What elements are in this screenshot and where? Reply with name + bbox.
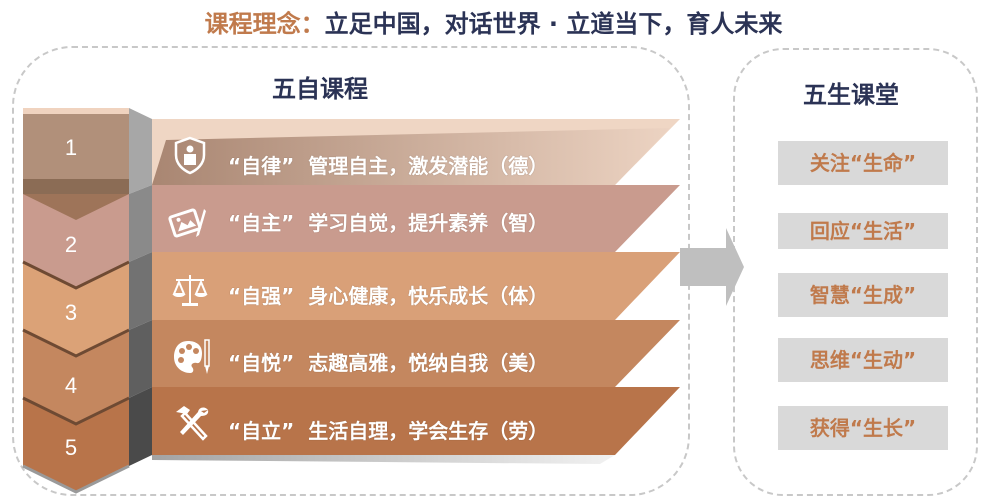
- palette-brush-icon: [174, 339, 210, 374]
- life-item-3: 智慧“生成”: [778, 273, 948, 317]
- band-text-3: “自强” 身心健康，快乐成长（体）: [228, 280, 548, 309]
- band-desc-5: 生活自理，学会生存（劳）: [308, 419, 549, 443]
- number-5: 5: [64, 435, 78, 460]
- number-block-1: [23, 108, 129, 194]
- number-3: 3: [64, 300, 78, 325]
- band-keyword-1: “自律”: [228, 154, 295, 178]
- band-keyword-2: “自主”: [228, 211, 295, 235]
- five-self-curriculum-title: 五自课程: [272, 75, 368, 103]
- band-desc-2: 学习自觉，提升素养（智）: [308, 211, 549, 235]
- number-block-3: [22, 260, 130, 356]
- band-keyword-3: “自强”: [228, 284, 295, 308]
- band-text-4: “自悦” 志趣高雅，悦纳自我（美）: [228, 347, 548, 376]
- life-item-2: 回应“生活”: [778, 213, 948, 249]
- band-5: [152, 387, 680, 464]
- life-item-1: 关注“生命”: [778, 141, 948, 185]
- five-life-classroom-title: 五生课堂: [803, 81, 899, 109]
- tablet-pen-icon: [168, 208, 206, 238]
- band-desc-4: 志趣高雅，悦纳自我（美）: [308, 351, 549, 375]
- number-2: 2: [64, 232, 78, 257]
- title-lead: 课程理念：: [204, 10, 325, 38]
- life-item-5: 获得“生长”: [778, 406, 948, 450]
- right-arrow-icon: [680, 228, 744, 306]
- title-statement: 立足中国，对话世界 · 立道当下，育人未来: [324, 10, 783, 38]
- number-4: 4: [64, 373, 78, 398]
- band-desc-1: 管理自主，激发潜能（德）: [308, 154, 549, 178]
- number-1: 1: [64, 135, 78, 160]
- number-block-5: [22, 396, 130, 494]
- number-block-4: [22, 328, 130, 424]
- number-block-2: [23, 194, 129, 288]
- band-desc-3: 身心健康，快乐成长（体）: [308, 284, 549, 308]
- band-keyword-4: “自悦”: [228, 351, 295, 375]
- band-text-5: “自立” 生活自理，学会生存（劳）: [228, 415, 548, 444]
- side-strip: [129, 108, 152, 466]
- band-keyword-5: “自立”: [228, 419, 295, 443]
- curriculum-philosophy-title: 课程理念：立足中国，对话世界 · 立道当下，育人未来: [0, 4, 987, 39]
- life-item-4: 思维“生动”: [778, 338, 948, 382]
- balance-scale-icon: [172, 275, 208, 306]
- shield-person-icon: [174, 136, 206, 175]
- band-text-1: “自律” 管理自主，激发潜能（德）: [228, 150, 548, 179]
- band-text-2: “自主” 学习自觉，提升素养（智）: [228, 207, 548, 236]
- hammer-wrench-icon: [176, 406, 209, 441]
